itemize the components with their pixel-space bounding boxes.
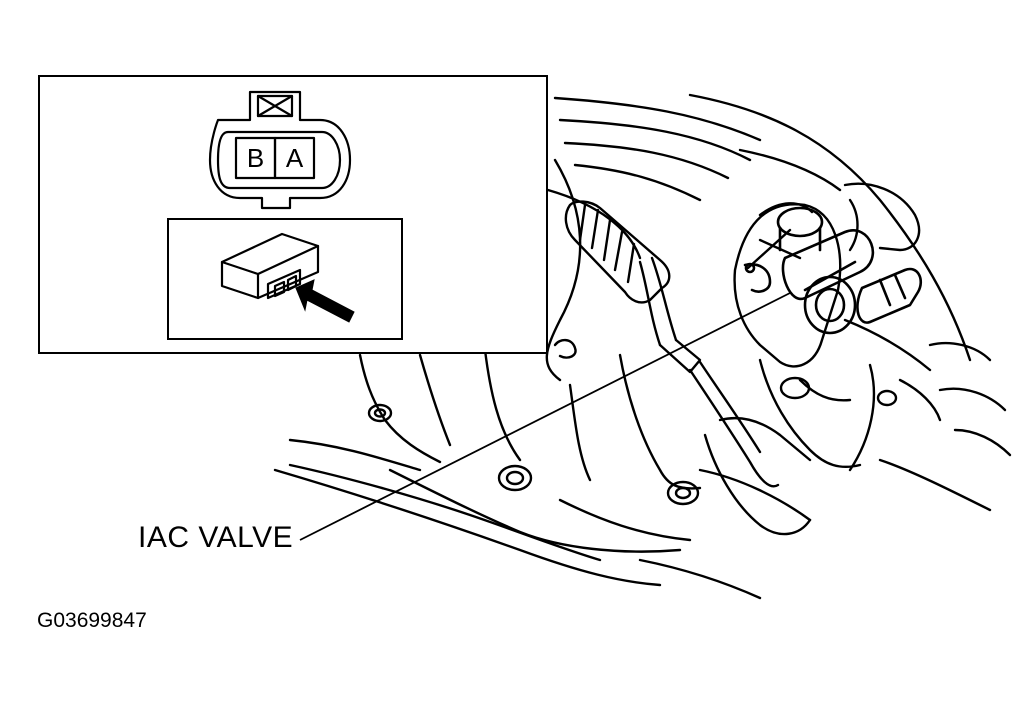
arrow-icon — [295, 279, 355, 323]
connector-face: B A — [208, 90, 352, 210]
iac-valve-component — [743, 206, 923, 335]
connector-inset: B A — [38, 75, 548, 354]
connector-view-box — [167, 218, 403, 340]
pin-b-label: B — [247, 143, 264, 173]
figure-id-label: G03699847 — [37, 609, 147, 632]
callout-leader-line — [299, 292, 791, 541]
intake-manifold-drawing — [273, 93, 1012, 600]
iac-valve-label: IAC VALVE — [138, 521, 293, 554]
pin-a-label: A — [286, 143, 304, 173]
